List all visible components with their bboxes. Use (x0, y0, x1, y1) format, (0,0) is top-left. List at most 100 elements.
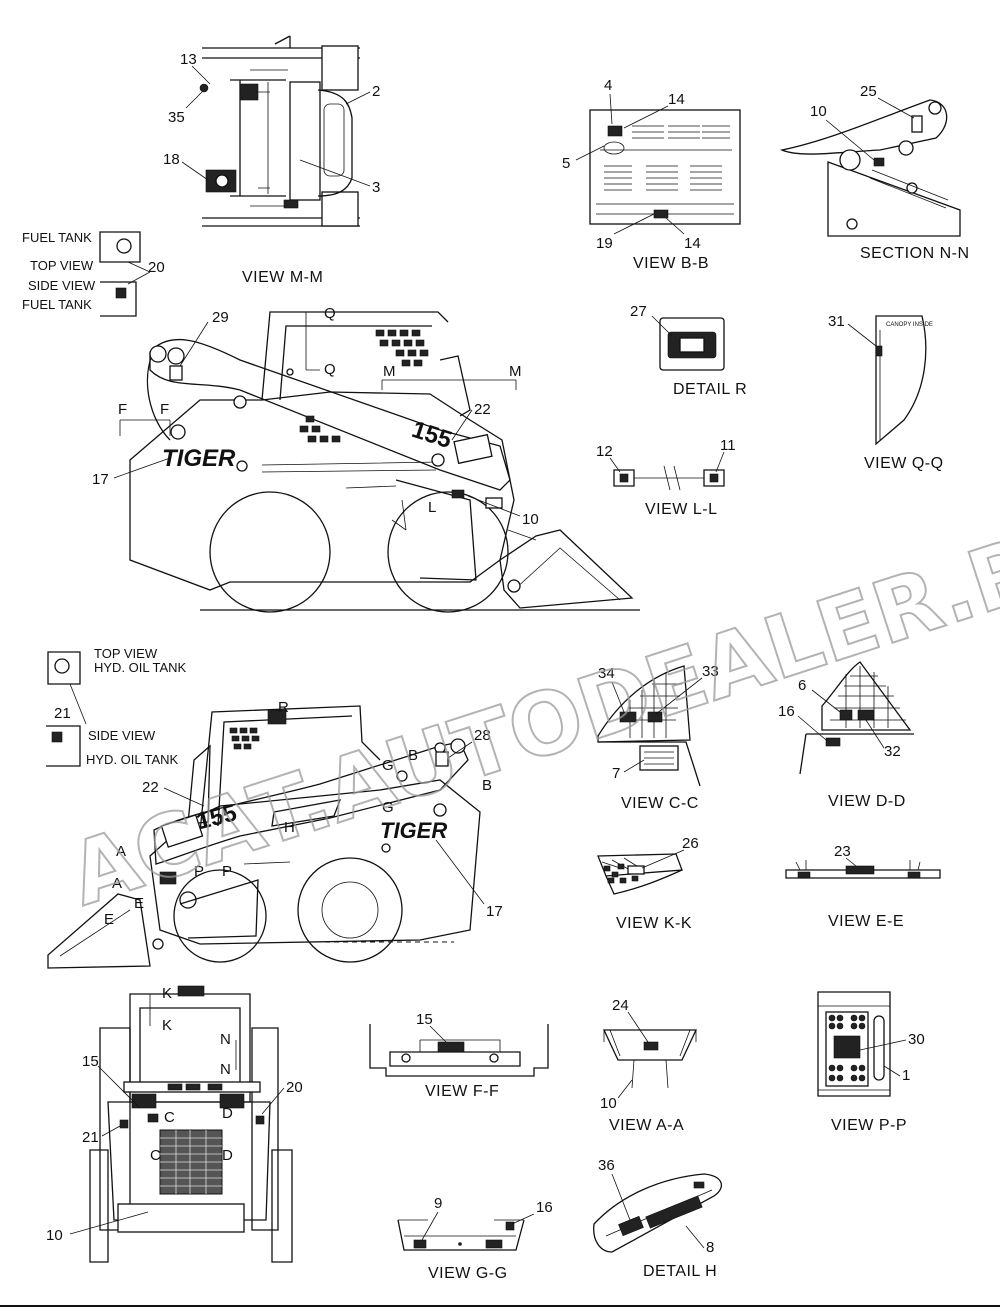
section-markers-front: K K N N C C D D 15 20 21 10 (46, 985, 303, 1244)
marker-a2: A (112, 875, 122, 892)
callout-24: 24 (612, 997, 629, 1014)
caption-detail-h: DETAIL H (643, 1263, 717, 1280)
view-qq: CANOPY INSIDE 31 VIEW Q-Q (828, 313, 943, 472)
view-kk: 26 VIEW K-K (597, 835, 699, 932)
section-markers-side-2: R B B G G H A A E E P P 28 22 17 (104, 699, 503, 928)
section-nn: 25 10 SECTION N-N (779, 83, 970, 262)
callout-32: 32 (884, 743, 901, 760)
detail-r: 27 DETAIL R (630, 303, 747, 398)
callout-7: 7 (612, 765, 620, 782)
callout-19: 19 (596, 235, 613, 252)
machine-front-view (89, 985, 293, 1263)
marker-d1: D (222, 1105, 233, 1122)
caption-view-dd: VIEW D-D (828, 793, 906, 810)
view-mm (199, 35, 360, 227)
callout-17: 17 (92, 471, 109, 488)
callout-20: 20 (148, 259, 165, 276)
fuel-tank-side-view: SIDE VIEW (28, 278, 96, 293)
machine-side-view: 155 TIGER (129, 311, 640, 613)
marker-g2: G (382, 799, 394, 816)
callout-2: 2 (372, 83, 380, 100)
callout-34: 34 (598, 665, 615, 682)
marker-r: R (278, 699, 289, 716)
view-gg: 9 16 VIEW G-G (397, 1195, 553, 1282)
callout-21-inset: 21 (54, 705, 71, 722)
marker-k1: K (162, 985, 172, 1002)
callout-8: 8 (706, 1239, 714, 1256)
marker-d2: D (222, 1147, 233, 1164)
callout-23: 23 (834, 843, 851, 860)
marker-q2: Q (324, 361, 336, 378)
hyd-tank-inset: TOP VIEW HYD. OIL TANK SIDE VIEW HYD. OI… (46, 646, 187, 767)
marker-q1: Q (324, 305, 336, 322)
machine-side-view-2: 155 TIGER (47, 705, 481, 969)
callout-10-front: 10 (46, 1227, 63, 1244)
callout-3: 3 (372, 179, 380, 196)
callout-10-nn: 10 (810, 103, 827, 120)
marker-p1: P (194, 863, 204, 880)
caption-view-cc: VIEW C-C (621, 795, 699, 812)
view-ff: 15 VIEW F-F (369, 1011, 549, 1100)
caption-view-gg: VIEW G-G (428, 1265, 508, 1282)
view-ee: 23 VIEW E-E (785, 843, 941, 930)
callout-31: 31 (828, 313, 845, 330)
callout-16: 16 (778, 703, 795, 720)
section-markers-side: Q Q M M F F L 29 22 17 10 (92, 305, 539, 531)
decal-28 (435, 751, 449, 767)
marker-p2: P (222, 863, 232, 880)
callout-5: 5 (562, 155, 570, 172)
fuel-tank-top-view: TOP VIEW (30, 258, 94, 273)
decal-22b (160, 814, 204, 848)
marker-m1: M (383, 363, 396, 380)
caption-view-bb: VIEW B-B (633, 255, 709, 272)
caption-view-ff: VIEW F-F (425, 1083, 499, 1100)
callout-18: 18 (163, 151, 180, 168)
marker-k2: K (162, 1017, 172, 1034)
marker-a1: A (116, 843, 126, 860)
callout-20-front: 20 (286, 1079, 303, 1096)
callouts-mm: 13 35 18 2 3 VIEW M-M (163, 51, 380, 286)
callout-35: 35 (168, 109, 185, 126)
view-pp: 30 1 VIEW P-P (817, 991, 925, 1134)
callout-6: 6 (798, 677, 806, 694)
callout-10-aa: 10 (600, 1095, 617, 1112)
callout-33: 33 (702, 663, 719, 680)
canopy-inside-label: CANOPY INSIDE (886, 322, 933, 328)
view-aa: 24 10 VIEW A-A (600, 997, 698, 1134)
fuel-tank-label-bottom: FUEL TANK (22, 297, 92, 312)
marker-c1: C (164, 1109, 175, 1126)
callout-11: 11 (720, 437, 736, 454)
marker-g1: G (382, 757, 394, 774)
caption-view-pp: VIEW P-P (831, 1117, 907, 1134)
view-dd: 6 16 32 VIEW D-D (778, 661, 914, 810)
marker-c2: C (150, 1147, 161, 1164)
callout-14: 14 (668, 91, 685, 108)
caption-section-nn: SECTION N-N (860, 245, 970, 262)
marker-n2: N (220, 1061, 231, 1078)
callout-28: 28 (474, 727, 491, 744)
callout-14b: 14 (684, 235, 701, 252)
marker-h: H (284, 819, 295, 836)
callout-27: 27 (630, 303, 647, 320)
callout-22-b: 22 (142, 779, 159, 796)
hyd-tank-side-view: SIDE VIEW (88, 728, 156, 743)
callout-30: 30 (908, 1031, 925, 1048)
callout-16-gg: 16 (536, 1199, 553, 1216)
marker-n1: N (220, 1031, 231, 1048)
callout-1: 1 (902, 1067, 910, 1084)
caption-view-ll: VIEW L-L (645, 501, 717, 518)
hyd-tank-top-view: TOP VIEW (94, 646, 158, 661)
callout-36: 36 (598, 1157, 615, 1174)
caption-view-kk: VIEW K-K (616, 915, 692, 932)
callout-26: 26 (682, 835, 699, 852)
brand-decal-side-2: TIGER (380, 818, 447, 843)
callout-22: 22 (474, 401, 491, 418)
model-decal-side: 155 (409, 416, 455, 454)
hyd-tank-label-top: HYD. OIL TANK (94, 660, 187, 675)
marker-f2: F (160, 401, 169, 418)
decal-29 (169, 365, 183, 381)
caption-detail-r: DETAIL R (673, 381, 747, 398)
marker-b1: B (408, 747, 418, 764)
